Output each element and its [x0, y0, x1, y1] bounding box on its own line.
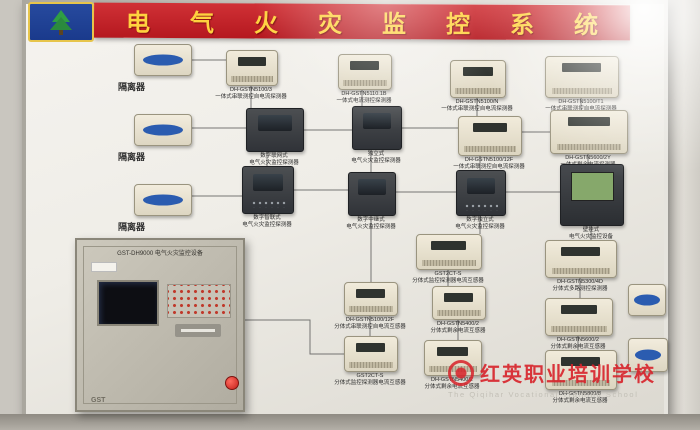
device-body	[416, 234, 482, 270]
device-body	[338, 54, 392, 90]
device-body	[242, 166, 294, 214]
watermark-text-en: The Qiqihar Vocational Training School	[448, 390, 639, 399]
banner-title: 电气火灾监控系统	[125, 9, 639, 40]
device-body	[348, 172, 396, 216]
device-body	[458, 116, 522, 156]
device-desc: 电气火灾监控探测器	[242, 222, 292, 229]
device-body	[352, 106, 402, 150]
device-body	[545, 240, 617, 278]
device-desc: 分体式监控探测器电流互感器	[412, 278, 484, 285]
tree-icon	[50, 10, 72, 35]
device-body	[450, 60, 506, 98]
device-label: 数字智联式电气火灾监控探测器	[217, 215, 317, 229]
device-desc: 电气火灾监控探测器	[351, 158, 401, 165]
detector-device: DH-GSTN5100/T1一体式串联测控自电流探测器	[545, 56, 619, 112]
detector-device: 数字联网式电气火灾监控探测器	[246, 108, 304, 166]
device-body	[344, 282, 398, 316]
cabinet-printer	[175, 324, 221, 337]
device-label: 数字中继式电气火灾监控探测器	[321, 217, 421, 231]
cabinet-sticker	[91, 262, 117, 272]
control-cabinet: GST-DH9000 电气火灾监控设备 GST	[75, 238, 245, 412]
device-body	[432, 286, 486, 320]
device-desc: 分体式剩余电流互感器	[552, 398, 608, 405]
device-label: 独立式电气火灾监控探测器	[326, 151, 426, 165]
watermark: 红英职业培训学校 The Qiqihar Vocational Training…	[448, 358, 656, 399]
cabinet-header: GST-DH9000 电气火灾监控设备	[117, 251, 203, 257]
banner: 电气火灾监控系统	[93, 2, 638, 41]
detector-device: 独立式电气火灾监控探测器	[351, 106, 402, 164]
module-device	[628, 284, 666, 316]
detector-device: 数字独立式电气火灾监控探测器	[455, 170, 506, 230]
device-body	[456, 170, 506, 216]
watermark-logo-icon	[448, 359, 474, 386]
device-desc: 分体式剩余电流互感器	[430, 328, 486, 335]
cabinet-screen	[97, 280, 159, 326]
cabinet-keypad	[167, 284, 231, 318]
device-desc: 一体式串联测控自电流探测器	[215, 94, 287, 101]
device-desc: 一体式串联测控自电流探测器	[441, 106, 513, 113]
isolator-device	[134, 44, 192, 76]
detector-device: 数字智联式电气火灾监控探测器	[242, 166, 294, 228]
isolator-body	[134, 184, 192, 216]
isolator-body	[134, 114, 192, 146]
device-body	[545, 56, 619, 98]
cabinet-brand: GST	[91, 397, 106, 404]
device-body	[545, 298, 613, 336]
monitor-device: 壁挂式电气火灾监控设备	[560, 164, 624, 240]
device-desc: 电气火灾监控探测器	[346, 224, 396, 231]
device-desc: 分体式多路测控探测器	[552, 286, 608, 293]
detector-device: 数字中继式电气火灾监控探测器	[346, 172, 396, 230]
device-label: 数字独立式电气火灾监控探测器	[430, 217, 530, 231]
isolator-label: 隔离器	[118, 222, 146, 232]
device-desc: 一体式电流测控探测器	[336, 98, 392, 105]
device-desc: 电气火灾监控探测器	[455, 224, 505, 231]
device-body	[560, 164, 624, 226]
device-body	[344, 336, 398, 372]
alarm-button	[225, 376, 239, 390]
isolator-label: 隔离器	[118, 152, 146, 162]
device-body	[246, 108, 304, 152]
detector-device: DH-GSTN5600/2Y一体式剩余电流探测器	[550, 110, 628, 168]
school-logo-icon	[28, 2, 94, 42]
isolator-body	[134, 44, 192, 76]
device-desc: 分体式串联测控自电流互感器	[334, 324, 406, 331]
watermark-text-cn: 红英职业培训学校	[480, 364, 656, 386]
isolator-device	[134, 114, 192, 146]
device-body	[226, 50, 278, 86]
device-body	[550, 110, 628, 154]
isolator-label: 隔离器	[118, 82, 146, 92]
device-body	[628, 284, 666, 316]
isolator-device	[134, 184, 192, 216]
